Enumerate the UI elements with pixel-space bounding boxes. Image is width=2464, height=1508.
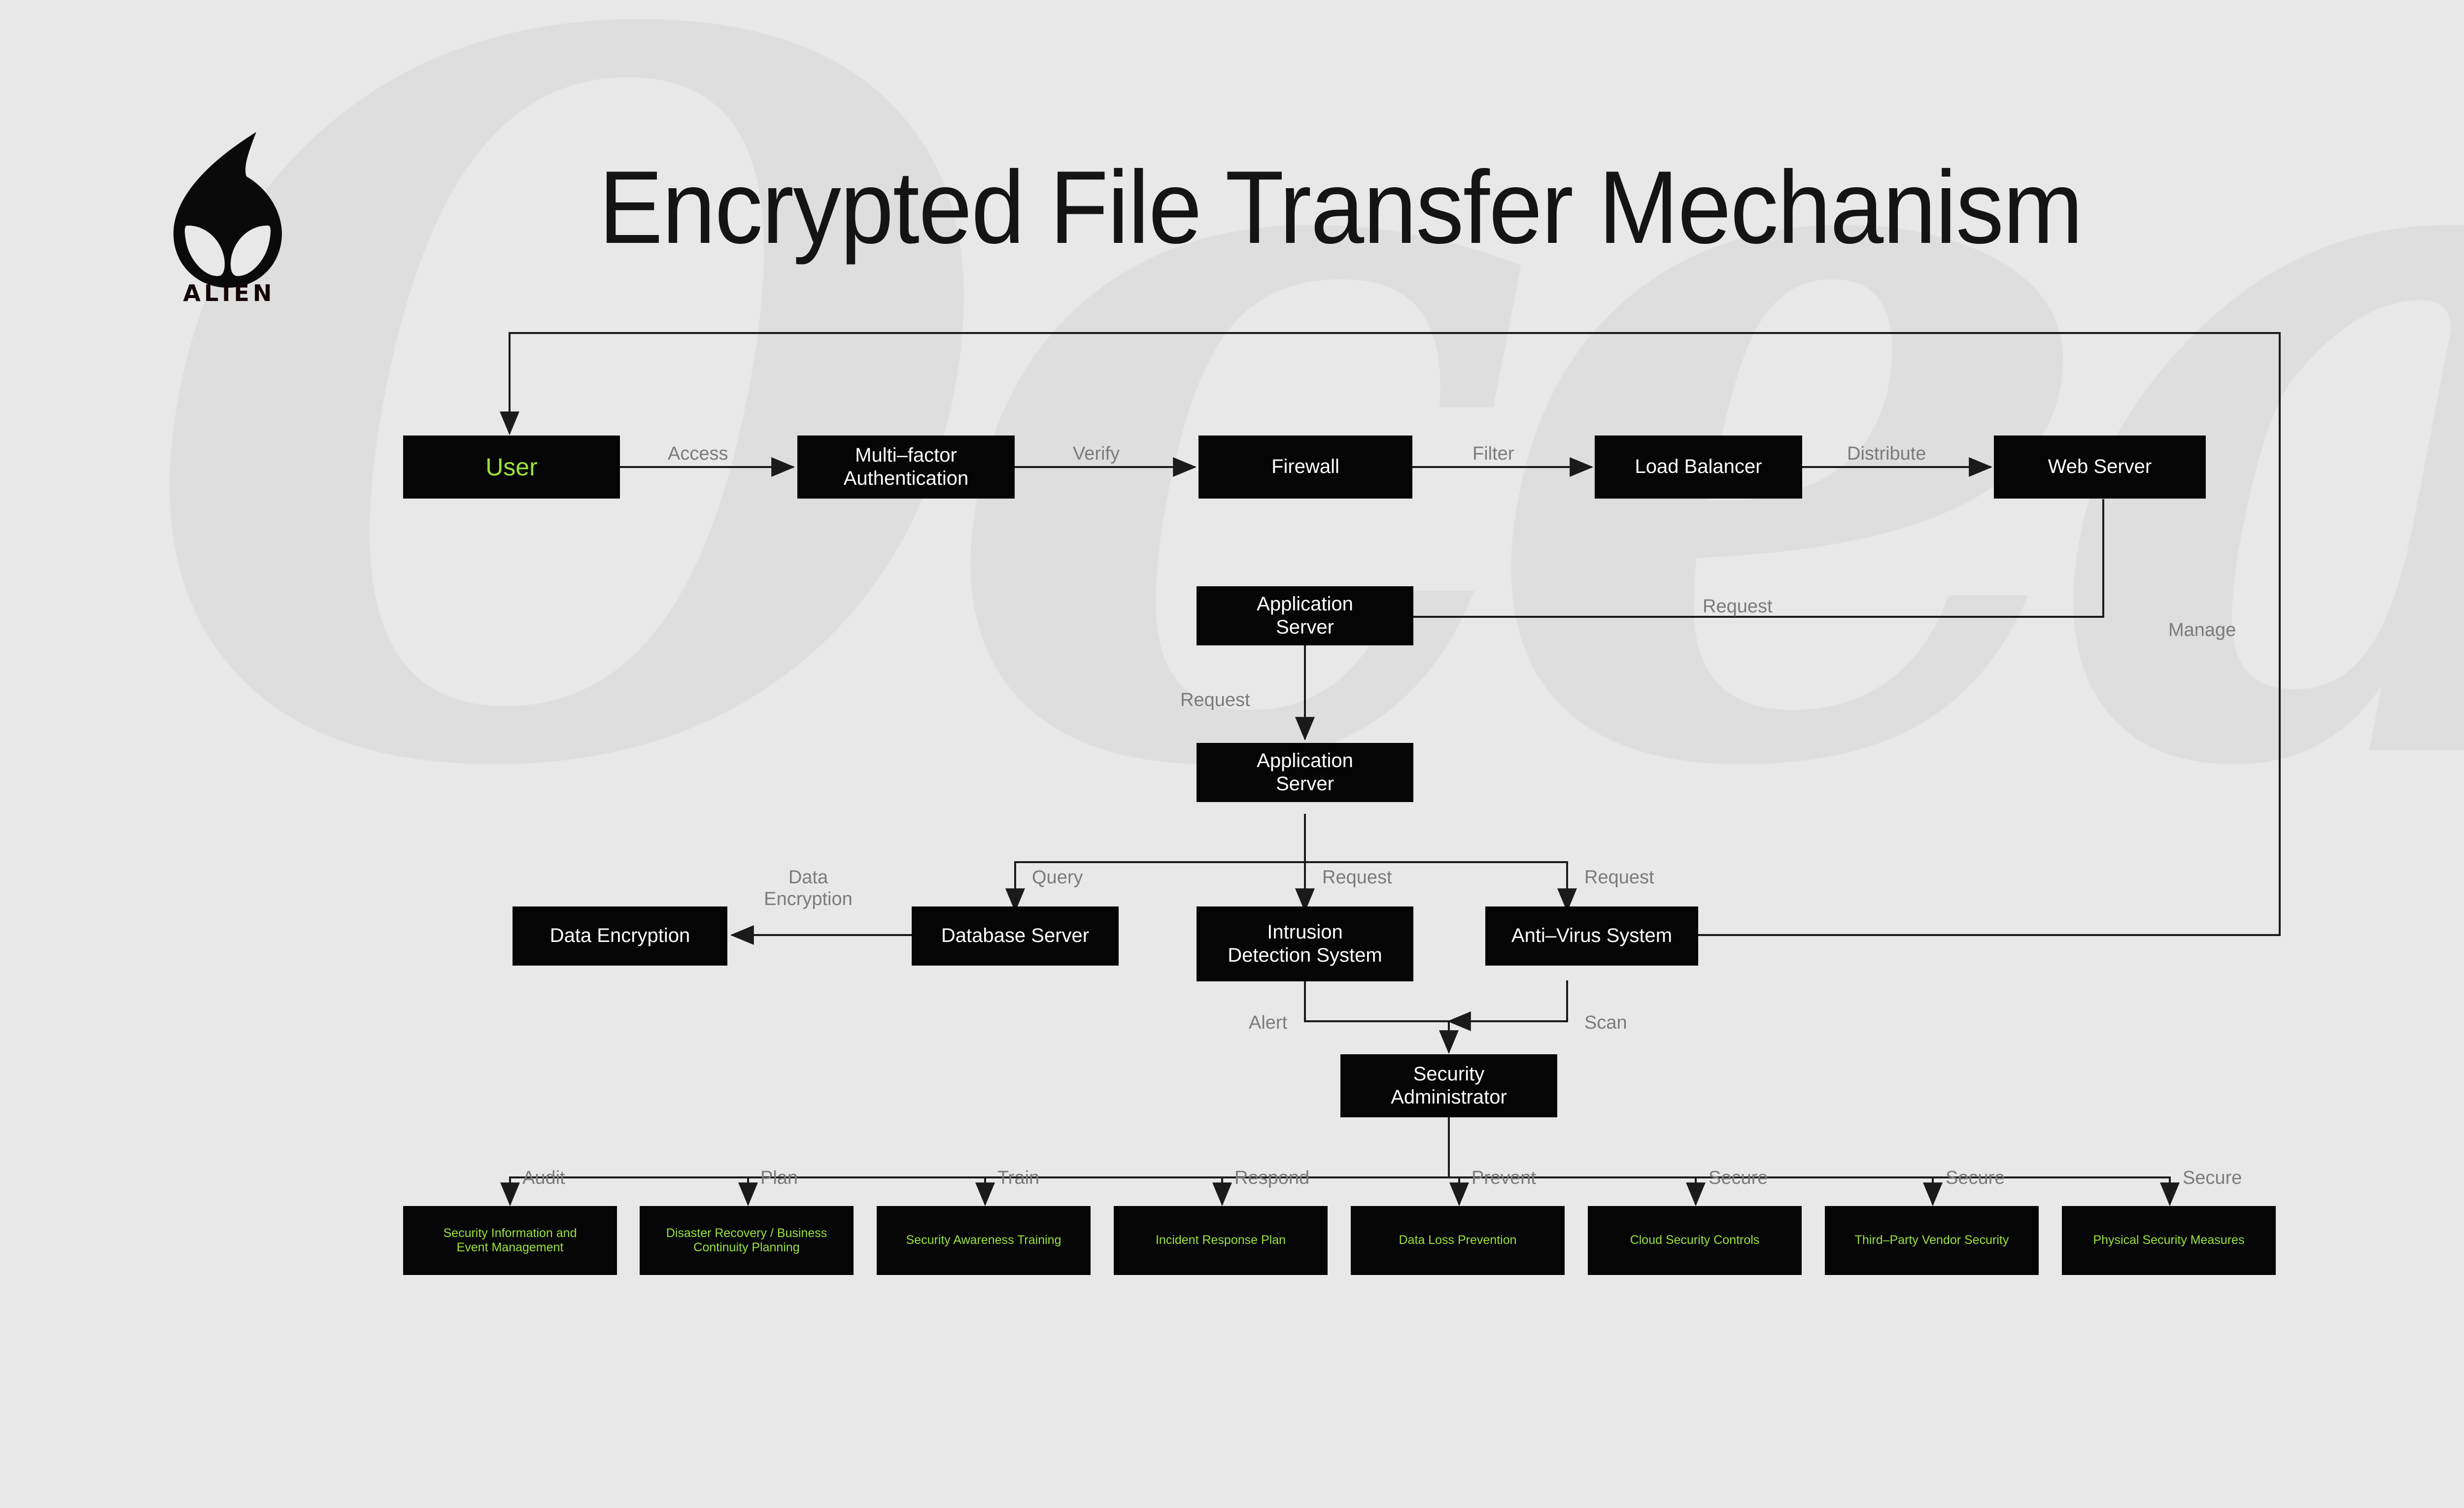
edge-label-audit: Audit	[522, 1168, 565, 1188]
node-security-awareness-training[interactable]: Security Awareness Training	[877, 1206, 1091, 1275]
node-ids-line2: Detection System	[1228, 944, 1382, 966]
node-mfa-line1: Multi–factor	[855, 444, 957, 466]
logo-wordmark: ALIEN	[183, 280, 275, 306]
edge-label-scan: Scan	[1584, 1012, 1627, 1033]
node-drbcp-line1: Disaster Recovery / Business	[666, 1226, 827, 1240]
node-application-server-2[interactable]: Application Server	[1197, 743, 1413, 802]
node-csc-label: Cloud Security Controls	[1630, 1233, 1760, 1247]
edge-label-secure-1: Secure	[1709, 1168, 1768, 1188]
edge-label-query: Query	[1032, 867, 1083, 888]
node-firewall[interactable]: Firewall	[1198, 436, 1412, 499]
node-ids-line1: Intrusion	[1267, 921, 1343, 943]
node-siem-line1: Security Information and	[443, 1226, 577, 1240]
node-application-server-1[interactable]: Application Server	[1197, 586, 1413, 645]
edge-label-filter: Filter	[1472, 443, 1514, 464]
edge-label-request-app-to-app: Request	[1180, 690, 1250, 710]
node-disaster-recovery-bcp[interactable]: Disaster Recovery / Business Continuity …	[640, 1206, 854, 1275]
node-secadmin-line2: Administrator	[1391, 1086, 1507, 1108]
page-title: Encrypted File Transfer Mechanism	[599, 149, 2083, 265]
edge-label-secure-2: Secure	[1946, 1168, 2005, 1188]
node-app2-line1: Application	[1257, 749, 1353, 771]
node-psm-label: Physical Security Measures	[2093, 1233, 2245, 1247]
node-siem-line2: Event Management	[456, 1240, 564, 1254]
node-data-encryption[interactable]: Data Encryption	[513, 906, 727, 966]
node-siem[interactable]: Security Information and Event Managemen…	[403, 1206, 617, 1275]
edge-label-verify: Verify	[1073, 443, 1120, 464]
node-app1-line1: Application	[1257, 593, 1353, 615]
edge-label-data-encryption-line1: Data	[788, 867, 828, 888]
node-tpvs-label: Third–Party Vendor Security	[1854, 1233, 2009, 1247]
node-secadmin-line1: Security	[1413, 1063, 1485, 1085]
node-physical-security-measures[interactable]: Physical Security Measures	[2062, 1206, 2276, 1275]
node-anti-virus-label: Anti–Virus System	[1511, 925, 1673, 947]
node-mfa-line2: Authentication	[843, 468, 969, 489]
node-data-encryption-label: Data Encryption	[549, 925, 690, 947]
node-multi-factor-authentication[interactable]: Multi–factor Authentication	[797, 436, 1015, 499]
edge-label-secure-3: Secure	[2183, 1168, 2242, 1188]
edge-label-plan: Plan	[760, 1168, 798, 1188]
edge-label-manage: Manage	[2168, 620, 2236, 640]
node-load-balancer[interactable]: Load Balancer	[1595, 436, 1802, 499]
node-firewall-label: Firewall	[1271, 456, 1339, 478]
node-web-server-label: Web Server	[2048, 456, 2152, 478]
edge-label-train: Train	[997, 1168, 1040, 1188]
node-intrusion-detection-system[interactable]: Intrusion Detection System	[1197, 906, 1413, 981]
edge-label-request-ids: Request	[1322, 867, 1392, 888]
edge-label-prevent: Prevent	[1472, 1168, 1536, 1188]
edge-label-request-av: Request	[1584, 867, 1654, 888]
node-app1-line2: Server	[1276, 616, 1334, 638]
edge-label-respond: Respond	[1234, 1168, 1310, 1188]
node-web-server[interactable]: Web Server	[1994, 436, 2206, 499]
edge-label-data-encryption-line2: Encryption	[764, 888, 853, 909]
node-data-loss-prevention[interactable]: Data Loss Prevention	[1351, 1206, 1565, 1275]
node-sat-label: Security Awareness Training	[906, 1233, 1061, 1247]
edge-label-request-web-to-app: Request	[1703, 596, 1773, 617]
edge-label-data-encryption: Data Encryption	[752, 867, 865, 910]
node-anti-virus-system[interactable]: Anti–Virus System	[1485, 906, 1698, 966]
node-user-label: User	[485, 453, 538, 481]
node-app2-line2: Server	[1276, 773, 1334, 795]
node-dlp-label: Data Loss Prevention	[1399, 1233, 1517, 1247]
node-database-server-label: Database Server	[941, 925, 1090, 947]
node-drbcp-line2: Continuity Planning	[693, 1240, 800, 1254]
node-load-balancer-label: Load Balancer	[1635, 456, 1762, 478]
node-cloud-security-controls[interactable]: Cloud Security Controls	[1588, 1206, 1802, 1275]
alien-logo	[173, 129, 282, 292]
edge-label-distribute: Distribute	[1847, 443, 1926, 464]
node-irp-label: Incident Response Plan	[1155, 1233, 1286, 1247]
node-third-party-vendor-security[interactable]: Third–Party Vendor Security	[1825, 1206, 2039, 1275]
node-database-server[interactable]: Database Server	[912, 906, 1119, 966]
node-security-administrator[interactable]: Security Administrator	[1340, 1054, 1557, 1117]
edge-label-access: Access	[668, 443, 728, 464]
node-incident-response-plan[interactable]: Incident Response Plan	[1114, 1206, 1328, 1275]
edge-label-alert: Alert	[1249, 1012, 1288, 1033]
node-user[interactable]: User	[403, 436, 620, 499]
